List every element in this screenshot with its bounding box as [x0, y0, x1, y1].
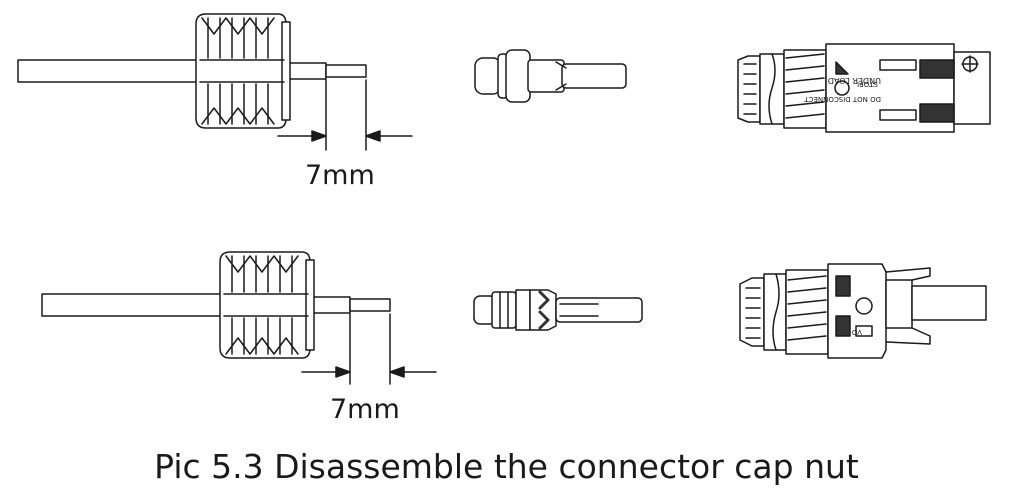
row1-conductor [325, 64, 367, 78]
row1-strip-length-label: 7mm [305, 160, 375, 191]
row1-connector-text-3: DO NOT DISCONNECT [804, 95, 881, 103]
row2-cable-assembly [41, 251, 437, 385]
row1-cable-assembly [17, 13, 413, 151]
row2-strip-length-label: 7mm [330, 394, 400, 425]
row2-connector-text-1: VO [851, 328, 862, 336]
row1-connector-text-1: UNDER LOAD [828, 76, 881, 85]
row1-connector-text-2: STOP! [857, 80, 878, 88]
row2-conductor [349, 298, 391, 312]
row2-contact-socket [473, 289, 643, 331]
row1-insulation [285, 62, 327, 80]
row2-insulation [309, 296, 351, 314]
row2-dimension [301, 313, 437, 385]
row2-connector-housing [739, 263, 987, 359]
row1-cable [17, 59, 199, 83]
row2-cable [41, 293, 225, 317]
row1-contact-pin [474, 49, 627, 103]
row1-connector-housing [737, 43, 991, 133]
row2-cap-nut [219, 251, 315, 359]
figure-caption: Pic 5.3 Disassemble the connector cap nu… [154, 447, 859, 486]
row1-cap-nut [195, 13, 291, 129]
row1-dimension [277, 79, 413, 151]
